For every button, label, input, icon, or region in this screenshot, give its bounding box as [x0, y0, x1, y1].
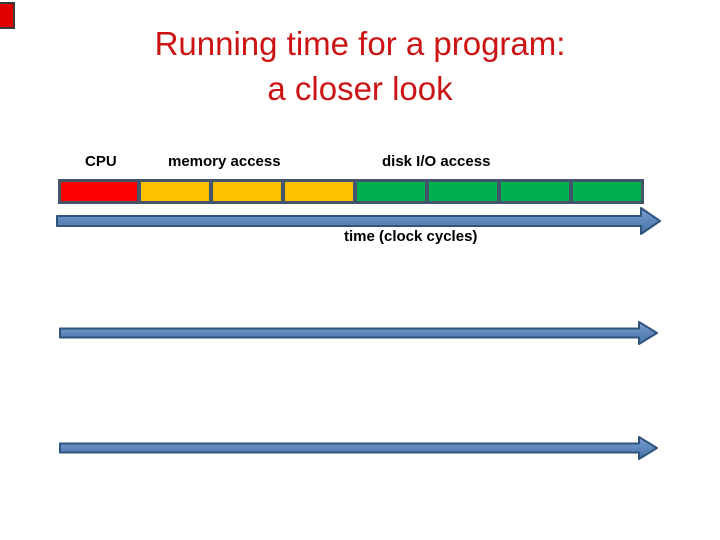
slide-title: Running time for a program: a closer loo…: [0, 21, 720, 111]
timeline-block-memory-access: [285, 182, 354, 201]
timeline-block-disk-io-access: [429, 182, 498, 201]
timeline-arrow-2: [59, 321, 658, 345]
timeline-block-memory-access: [141, 182, 210, 201]
corner-red-shape: [0, 2, 15, 29]
slide-title-line2: a closer look: [267, 70, 453, 107]
timeline-bar: [58, 179, 644, 204]
timeline-block-disk-io-access: [573, 182, 642, 201]
time-axis-arrow: [56, 207, 661, 235]
cpu-label: CPU: [85, 153, 117, 170]
timeline-block-disk-io-access: [501, 182, 570, 201]
time-axis-label: time (clock cycles): [344, 228, 478, 245]
timeline-arrow-3: [59, 436, 658, 460]
timeline-block-memory-access: [213, 182, 282, 201]
timeline-block-disk-io-access: [357, 182, 426, 201]
disk-io-access-label: disk I/O access: [382, 153, 491, 170]
timeline-block-cpu: [61, 182, 138, 201]
memory-access-label: memory access: [168, 153, 281, 170]
slide-title-line1: Running time for a program:: [154, 25, 566, 62]
